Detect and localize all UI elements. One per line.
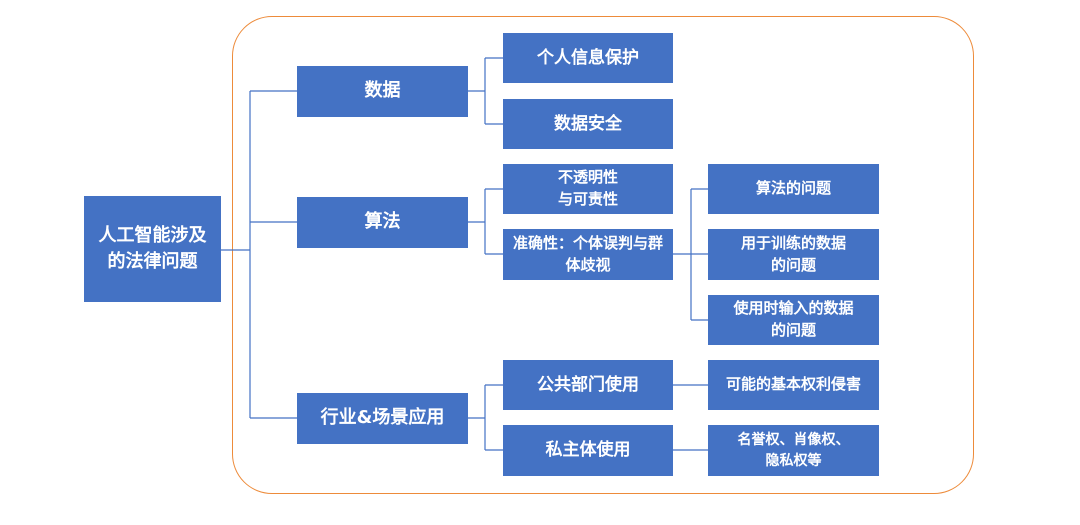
- node-data-security: 数据安全: [503, 99, 673, 149]
- connector-data-children: [468, 57, 503, 125]
- node-input-data-problem: 使用时输入的数据 的问题: [708, 295, 879, 345]
- node-private-entity-use: 私主体使用: [503, 425, 673, 476]
- connector-algorithm-children: [468, 188, 503, 255]
- node-fundamental-rights-infringement: 可能的基本权利侵害: [708, 360, 879, 410]
- node-training-data-problem: 用于训练的数据 的问题: [708, 229, 879, 280]
- node-public-sector-use: 公共部门使用: [503, 360, 673, 410]
- node-algorithm-problem: 算法的问题: [708, 164, 879, 214]
- category-frame: [232, 16, 974, 494]
- node-personality-rights: 名誉权、肖像权、 隐私权等: [708, 425, 879, 476]
- connector-industry-children: [468, 384, 503, 451]
- root-node: 人工智能涉及 的法律问题: [84, 196, 221, 302]
- node-personal-info-protection: 个人信息保护: [503, 33, 673, 83]
- connector-root-categories: [221, 90, 297, 419]
- category-algorithm: 算法: [297, 197, 468, 248]
- node-opacity-accountability: 不透明性 与可责性: [503, 164, 673, 214]
- category-industry-scenario: 行业&场景应用: [297, 393, 468, 444]
- category-data: 数据: [297, 66, 468, 117]
- connector-accuracy-children: [673, 188, 708, 321]
- node-accuracy: 准确性：个体误判与群 体歧视: [503, 229, 673, 280]
